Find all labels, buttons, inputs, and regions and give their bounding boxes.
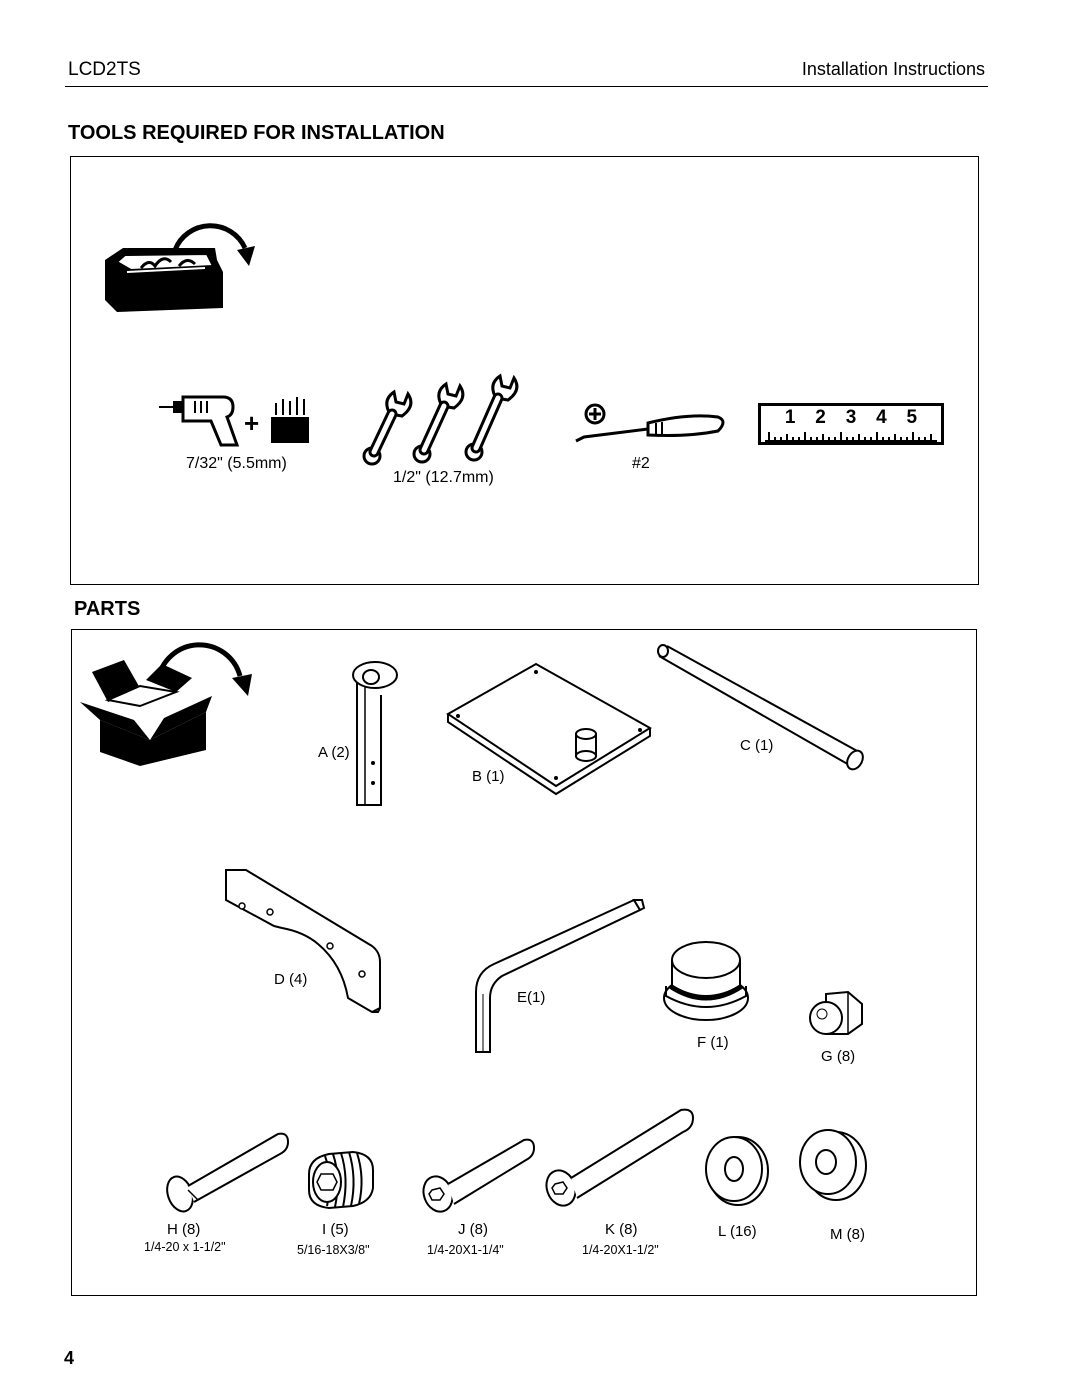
drill-size-label: 7/32" (5.5mm) <box>186 455 287 472</box>
part-f-label: F (1) <box>697 1034 729 1051</box>
wrench-icon <box>362 373 519 466</box>
part-m-label: M (8) <box>830 1226 865 1243</box>
part-e-hex-key <box>475 898 646 1053</box>
tools-box <box>70 156 979 585</box>
ruler-number: 1 <box>784 407 796 428</box>
part-h-bolt <box>166 1132 290 1213</box>
part-m-washer <box>799 1129 867 1201</box>
part-k-label: K (8) <box>605 1221 638 1238</box>
screwdriver-icon <box>575 403 725 443</box>
part-f-cap <box>663 941 749 1021</box>
parts-heading: PARTS <box>74 598 141 620</box>
ruler-number: 3 <box>845 407 857 428</box>
part-i-label: I (5) <box>322 1221 349 1238</box>
part-j-label: J (8) <box>458 1221 488 1238</box>
part-c-tube <box>657 644 864 771</box>
box-icon <box>80 642 252 766</box>
part-g-label: G (8) <box>821 1048 856 1065</box>
ruler-number: 4 <box>876 407 887 428</box>
screwdriver-size-label: #2 <box>632 455 650 472</box>
part-d-bracket <box>225 869 381 1014</box>
part-a-bracket <box>352 661 398 806</box>
part-i-spec: 5/16-18X3/8" <box>297 1243 370 1257</box>
ruler-icon: 1 2 3 4 5 <box>758 403 944 445</box>
part-j-bolt <box>422 1138 536 1213</box>
plus-sign: + <box>244 408 260 438</box>
page-number: 4 <box>64 1348 75 1368</box>
part-h-label: H (8) <box>167 1221 201 1238</box>
part-l-washer <box>705 1136 769 1206</box>
part-j-spec: 1/4-20X1-1/4" <box>427 1243 504 1257</box>
part-c-label: C (1) <box>740 737 774 754</box>
part-l-label: L (16) <box>718 1223 757 1240</box>
part-k-bolt <box>545 1108 695 1207</box>
part-k-spec: 1/4-20X1-1/2" <box>582 1243 659 1257</box>
ruler-number: 5 <box>906 407 918 428</box>
part-g-acorn-nut <box>809 990 863 1035</box>
wrench-size-label: 1/2" (12.7mm) <box>393 469 494 486</box>
parts-box <box>71 629 977 1296</box>
part-b-label: B (1) <box>472 768 505 785</box>
part-b-plate <box>446 662 652 796</box>
drill-icon <box>159 395 309 447</box>
part-h-spec: 1/4-20 x 1-1/2" <box>144 1240 226 1254</box>
part-e-label: E(1) <box>517 989 546 1006</box>
document-title: Installation Instructions <box>801 59 985 79</box>
header-rule <box>65 86 988 87</box>
toolbox-icon <box>105 223 255 312</box>
model-name: LCD2TS <box>68 59 141 80</box>
ruler-number: 2 <box>815 407 826 428</box>
tools-heading: TOOLS REQUIRED FOR INSTALLATION <box>68 122 445 144</box>
part-i-set-screw <box>308 1150 374 1210</box>
part-d-label: D (4) <box>274 971 308 988</box>
part-a-label: A (2) <box>318 744 350 761</box>
